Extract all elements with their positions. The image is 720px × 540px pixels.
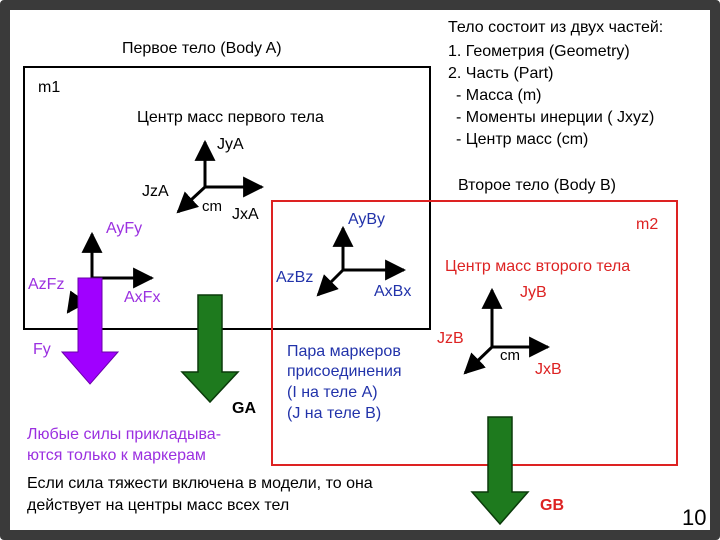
- body-b-cm-title: Центр масс второго тела: [445, 258, 631, 275]
- body-a-mass: m1: [38, 79, 61, 96]
- force-fy-arrow: [60, 277, 120, 385]
- info-title: Тело состоит из двух частей:: [448, 19, 664, 36]
- info-item-part: 2. Часть (Part): [448, 65, 554, 82]
- connection-line-4: (J на теле B): [287, 405, 382, 422]
- marker-b-axes: [316, 225, 407, 297]
- marker-a-az-label: AzFz: [28, 276, 65, 293]
- page-number: 10: [682, 505, 707, 530]
- marker-a-ay-label: AyFy: [106, 220, 143, 237]
- body-a-cm-title: Центр масс первого тела: [137, 109, 324, 126]
- connection-line-3: (I на теле A): [287, 384, 378, 401]
- body-b-jy-label: JyB: [520, 284, 547, 301]
- info-item-inertia: - Моменты инерции ( Jxyz): [456, 109, 655, 126]
- marker-b-az-label: AzBz: [276, 269, 314, 286]
- body-a-jx-label: JxA: [232, 206, 259, 223]
- gravity-note-line-1: Если сила тяжести включена в модели, то …: [27, 475, 373, 492]
- gravity-gb-arrow: [470, 416, 530, 526]
- marker-b-ay-label: AyBy: [348, 211, 386, 228]
- body-a-jz-label: JzA: [142, 183, 169, 200]
- connection-line-1: Пара маркеров: [287, 343, 401, 360]
- info-item-geometry: 1. Геометрия (Geometry): [448, 43, 630, 60]
- gravity-note-line-2: действует на центры масс всех тел: [27, 497, 290, 514]
- body-b-box: [271, 200, 678, 466]
- body-a-axes: [176, 139, 265, 214]
- marker-b-ax-label: AxBx: [374, 283, 412, 300]
- gravity-gb-label: GB: [540, 497, 564, 514]
- gravity-ga-arrow: [180, 294, 240, 404]
- gravity-ga-label: GA: [232, 400, 256, 417]
- body-b-cm-label: cm: [500, 347, 520, 364]
- forces-note-line-2: ются только к маркерам: [27, 447, 206, 464]
- body-a-cm-label: cm: [202, 198, 222, 215]
- body-b-axes: [463, 287, 551, 375]
- body-a-box: [23, 66, 431, 330]
- connection-line-2: присоединения: [287, 363, 402, 380]
- body-b-title: Второе тело (Body B): [458, 177, 616, 194]
- forces-note-line-1: Любые силы приклады­ва-: [27, 426, 222, 443]
- body-b-jx-label: JxB: [535, 361, 562, 378]
- info-item-cm: - Центр масс (cm): [456, 131, 589, 148]
- body-a-title: Первое тело (Body A): [122, 40, 282, 57]
- marker-a-ax-label: AxFx: [124, 289, 161, 306]
- info-item-mass: - Масса (m): [456, 87, 542, 104]
- body-b-mass: m2: [636, 216, 659, 233]
- body-b-jz-label: JzB: [437, 330, 464, 347]
- body-a-jy-label: JyA: [217, 136, 244, 153]
- force-fy-label: Fy: [33, 341, 51, 358]
